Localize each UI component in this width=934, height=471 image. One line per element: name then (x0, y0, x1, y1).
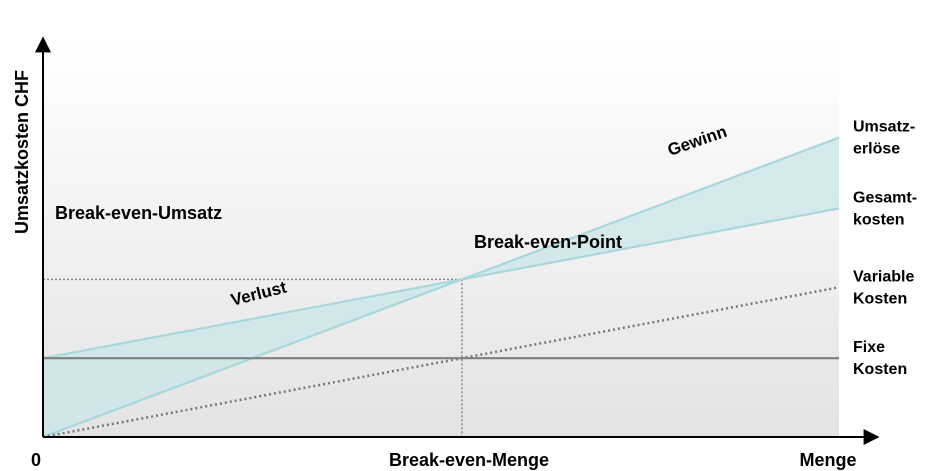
series-label-umsatz-erlöse-line-2: erlöse (853, 141, 900, 158)
break-even-umsatz-label: Break-even-Umsatz (55, 203, 222, 223)
series-label-fixe-kosten-line-1: Fixe (853, 339, 885, 356)
series-labels: Umsatz-erlöseGesamt-kostenVariableKosten… (853, 119, 917, 379)
series-label-gesamt-kosten-line-2: kosten (853, 212, 905, 229)
x-origin-label: 0 (31, 450, 41, 470)
series-label-gesamt-kosten-line-1: Gesamt- (853, 190, 917, 207)
y-axis-label: Umsatzkosten CHF (12, 70, 32, 234)
x-axis-label: Menge (799, 450, 856, 470)
x-tick-label-break-even-menge: Break-even-Menge (389, 450, 549, 470)
series-label-variable-kosten-line-1: Variable (853, 268, 914, 285)
series-label-fixe-kosten-line-2: Kosten (853, 361, 907, 378)
series-label-umsatz-erlöse-line-1: Umsatz- (853, 119, 915, 136)
series-label-variable-kosten-line-2: Kosten (853, 290, 907, 307)
series-line-gesamt-kosten (42, 207, 840, 360)
series-line-umsatz-erlöse (42, 136, 840, 439)
break-even-point-label: Break-even-Point (474, 232, 622, 252)
